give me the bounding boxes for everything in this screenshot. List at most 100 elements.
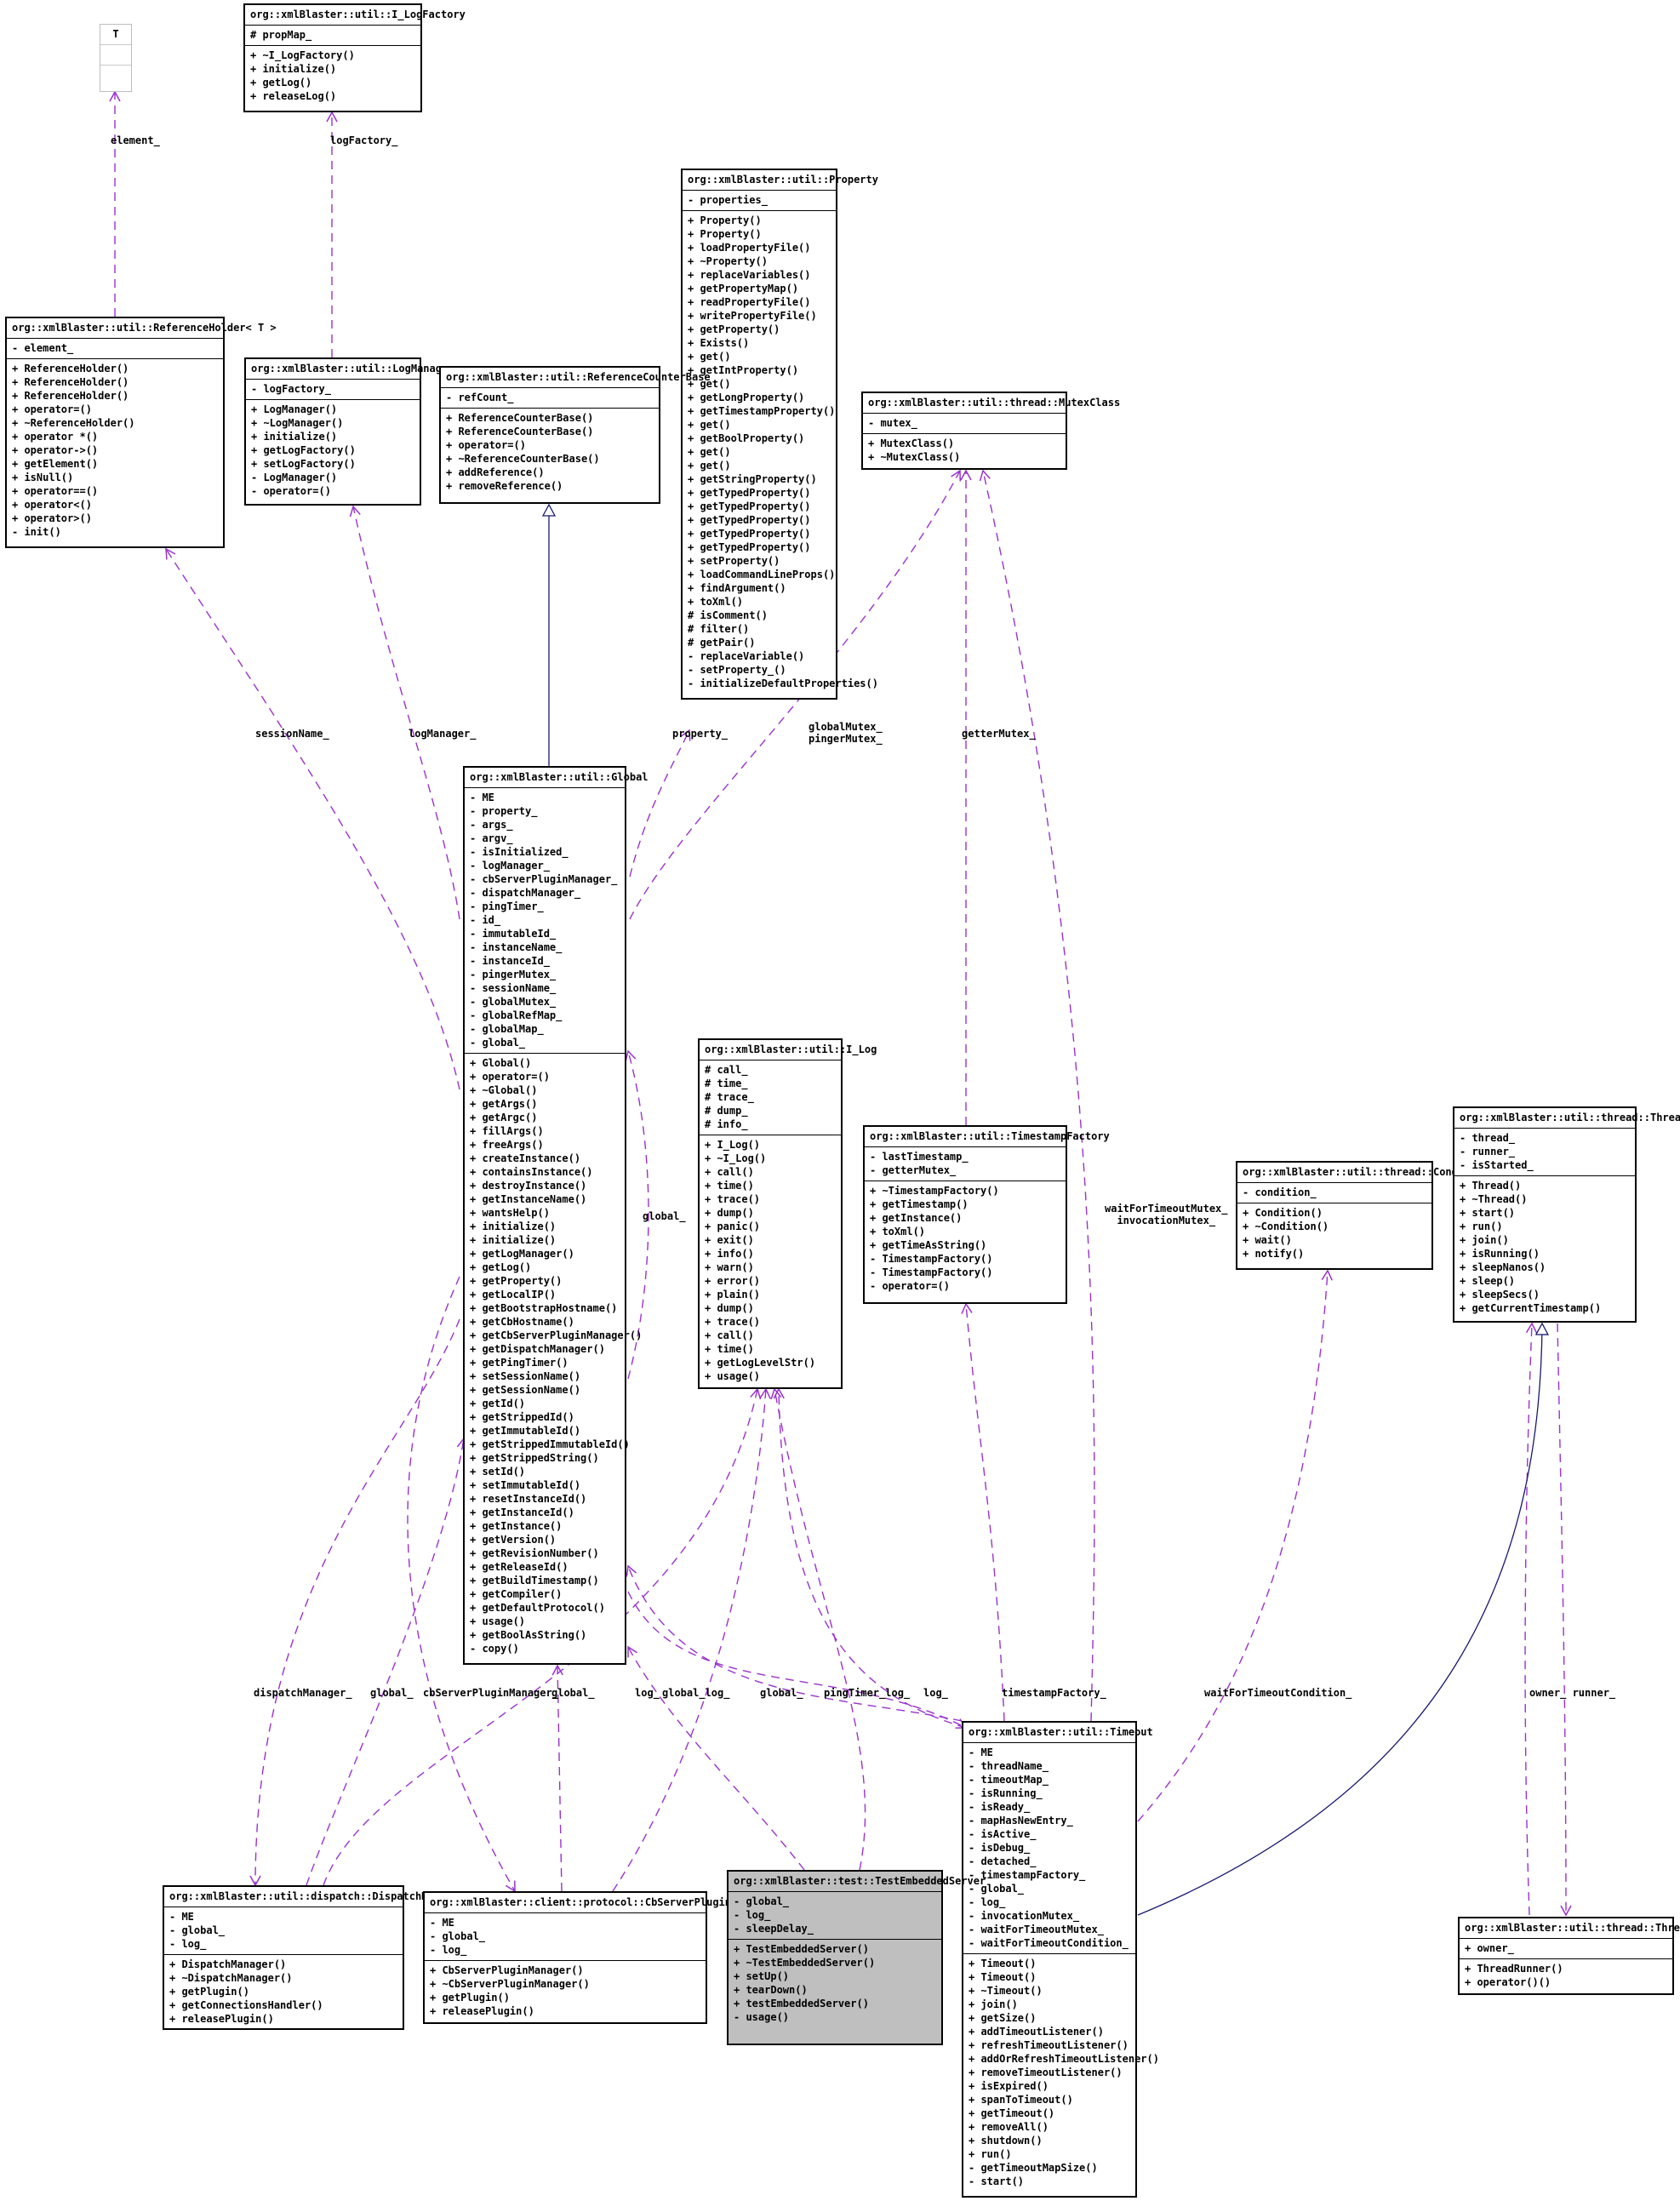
attribute: - waitForTimeoutCondition_ xyxy=(969,1937,1129,1949)
operation: - copy() xyxy=(470,1643,519,1655)
operation: + ~Timeout() xyxy=(969,1985,1043,1997)
class-property: org::xmlBlaster::util::Property- propert… xyxy=(681,169,878,700)
operation: + operator()() xyxy=(1465,1976,1551,1988)
operation: + CbServerPluginManager() xyxy=(430,1964,584,1976)
operation: + ReferenceCounterBase() xyxy=(446,426,594,437)
attribute: - mapHasNewEntry_ xyxy=(969,1815,1073,1827)
edge-label-cb-global: global_ xyxy=(551,1687,595,1699)
attribute: - waitForTimeoutMutex_ xyxy=(969,1924,1104,1935)
edge-test-log xyxy=(770,1387,866,1871)
class-title: T xyxy=(100,25,131,45)
operation: + getStrippedImmutableId() xyxy=(470,1438,630,1450)
class-title: org::xmlBlaster::util::LogManager xyxy=(246,359,454,380)
edge-timeout-log xyxy=(773,1387,967,1729)
edge-label-element: element_ xyxy=(111,134,160,146)
attribute: - condition_ xyxy=(1243,1186,1317,1198)
operation: + getTimeAsString() xyxy=(870,1239,987,1251)
operation: + removeAll() xyxy=(969,2121,1049,2133)
edge-timeout-mutex xyxy=(979,469,1095,1722)
operation: + ~ReferenceHolder() xyxy=(12,417,135,429)
attribute: - argv_ xyxy=(470,832,513,844)
operation: + initialize() xyxy=(250,63,337,75)
operation: - TimestampFactory() xyxy=(870,1266,993,1278)
class-operations: + DispatchManager() + ~DispatchManager() +… xyxy=(164,1955,403,2029)
operation: + getLocalIP() xyxy=(470,1289,557,1301)
class-timestampfactory: org::xmlBlaster::util::TimestampFactory-… xyxy=(863,1125,1110,1304)
operation: + join() xyxy=(969,1998,1018,2010)
operation: + operator->() xyxy=(12,444,99,456)
class-attributes: - element_ xyxy=(7,339,223,359)
edge-dispatch-global xyxy=(306,1437,468,1886)
operation: - init() xyxy=(12,526,61,538)
class-title: org::xmlBlaster::util::dispatch::Dispatc… xyxy=(164,1887,465,1907)
operation: + operator *() xyxy=(12,431,99,443)
operation: + DispatchManager() xyxy=(169,1958,287,1970)
operation: + ~CbServerPluginManager() xyxy=(430,1978,590,1990)
class-operations: + ThreadRunner()+ operator()() xyxy=(1460,1959,1672,1992)
operation: + getLog() xyxy=(470,1261,532,1273)
attribute: - log_ xyxy=(430,1944,467,1956)
edge-label-dispatch-global: global_ xyxy=(370,1687,414,1699)
operation: + get() xyxy=(688,446,731,458)
operation: + warn() xyxy=(705,1261,754,1273)
attribute: - isDebug_ xyxy=(969,1842,1031,1854)
class-title: org::xmlBlaster::client::protocol::CbSer… xyxy=(425,1893,774,1913)
operation: + getPlugin() xyxy=(169,1986,249,1998)
class-condition: org::xmlBlaster::util::thread::Condition… xyxy=(1236,1161,1489,1270)
attribute: - detached_ xyxy=(969,1855,1037,1867)
class-title: org::xmlBlaster::util::TimestampFactory xyxy=(865,1127,1110,1147)
operation: + ~Property() xyxy=(688,255,768,267)
class-threadrunner: org::xmlBlaster::util::thread::ThreadRun… xyxy=(1458,1917,1680,1995)
operation: + getLogLevelStr() xyxy=(705,1357,816,1369)
operation: + getId() xyxy=(470,1398,526,1409)
operation: + setLogFactory() xyxy=(251,458,356,470)
operation: + ~DispatchManager() xyxy=(169,1972,293,1984)
operation: + getTimestamp() xyxy=(870,1198,969,1210)
edge-global-self xyxy=(625,1049,649,1380)
class-operations xyxy=(100,66,131,71)
edge-label-test-global-log: global_log_ xyxy=(662,1687,730,1699)
class-title: org::xmlBlaster::util::ReferenceCounterB… xyxy=(441,368,711,388)
class-operations: + I_Log()+ ~I_Log()+ call()+ time()+ tra… xyxy=(700,1135,841,1386)
edge-dispatchmanager xyxy=(249,1318,460,1887)
attribute: - lastTimestamp_ xyxy=(870,1151,969,1163)
operation: + getLongProperty() xyxy=(688,392,805,403)
operation: + ~I_Log() xyxy=(705,1152,767,1164)
attribute: - timestampFactory_ xyxy=(969,1869,1086,1881)
operation: + Condition() xyxy=(1243,1207,1323,1219)
operation: + addOrRefreshTimeoutListener() xyxy=(969,2053,1159,2065)
operation: + resetInstanceId() xyxy=(470,1493,587,1505)
attribute: - globalRefMap_ xyxy=(470,1009,563,1021)
class-referenceholder: org::xmlBlaster::util::ReferenceHolder< … xyxy=(5,317,277,548)
operation: + getTypedProperty() xyxy=(688,528,811,540)
operation: + getDispatchManager() xyxy=(470,1343,605,1355)
operation: + releasePlugin() xyxy=(169,2013,274,2025)
operation: + getConnectionsHandler() xyxy=(169,1999,323,2011)
edge-label-property: property_ xyxy=(672,728,729,740)
operation: + shutdown() xyxy=(969,2135,1043,2147)
edge-label-timestampfactory: timestampFactory_ xyxy=(1002,1687,1106,1699)
operation: + addReference() xyxy=(446,466,545,478)
operation: + getDefaultProtocol() xyxy=(470,1602,605,1614)
operation: + setUp() xyxy=(734,1970,790,1982)
operation: # filter() xyxy=(688,623,750,635)
operation: + getCbServerPluginManager() xyxy=(470,1329,643,1341)
attribute: - ME xyxy=(470,792,494,803)
operation: - operator=() xyxy=(870,1280,950,1292)
class-operations: + Timeout()+ Timeout()+ ~Timeout()+ join… xyxy=(963,1954,1159,2192)
operation: + getCbHostname() xyxy=(470,1316,574,1328)
edge-label-logmanager: logManager_ xyxy=(409,728,477,740)
operation: + trace() xyxy=(705,1193,761,1205)
edge-label-timeout-mutexes: waitForTimeoutMutex_ invocationMutex_ xyxy=(1105,1203,1228,1226)
edge-sessionname xyxy=(165,547,460,1090)
attribute: - pingerMutex_ xyxy=(470,969,557,980)
operation: + ~Thread() xyxy=(1460,1193,1528,1205)
operation: + getTypedProperty() xyxy=(688,487,811,499)
operation: + exit() xyxy=(705,1234,754,1246)
edge-label-gettermutex: getterMutex_ xyxy=(962,728,1036,740)
operation: + run() xyxy=(1460,1221,1503,1232)
class-i-log: org::xmlBlaster::util::I_Log# call_# tim… xyxy=(698,1038,877,1389)
class-operations: + Global()+ operator=()+ ~Global()+ getA… xyxy=(465,1054,643,1659)
operation: + usage() xyxy=(470,1615,526,1627)
